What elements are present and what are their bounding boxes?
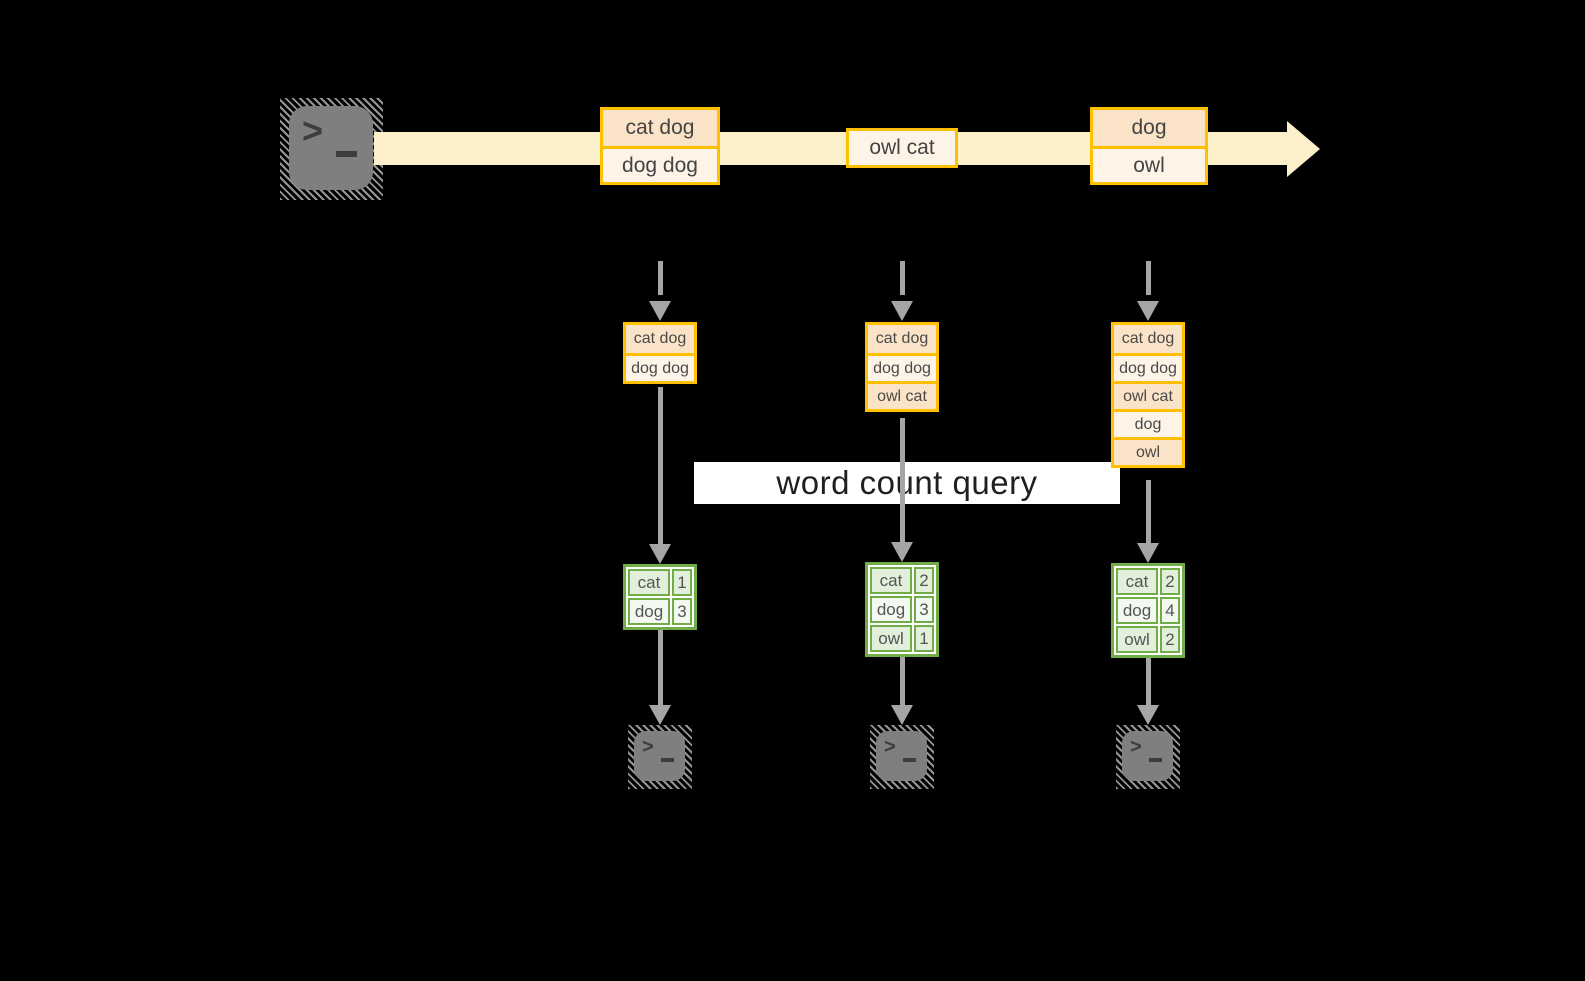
event-text: owl cat xyxy=(849,131,955,165)
stream-event-box: cat dog dog dog xyxy=(600,107,720,185)
buffer-stack: cat dog dog dog owl cat dog owl xyxy=(1111,322,1185,468)
flow-arrow-head-icon xyxy=(649,705,671,725)
sink-terminal-icon: > xyxy=(1116,725,1180,789)
buffer-row: cat dog xyxy=(868,325,936,353)
buffer-row: dog dog xyxy=(1114,353,1182,381)
dashed-arrow-head-icon xyxy=(1137,301,1159,321)
count-value-cell: 2 xyxy=(1160,568,1180,595)
dashed-arrow-line xyxy=(900,261,905,295)
buffer-row: dog dog xyxy=(626,353,694,381)
buffer-row: cat dog xyxy=(626,325,694,353)
flow-arrow-head-icon xyxy=(649,544,671,564)
source-terminal-icon: > xyxy=(280,98,383,200)
count-word-cell: owl xyxy=(1116,626,1158,653)
count-word-cell: cat xyxy=(1116,568,1158,595)
count-word-cell: dog xyxy=(870,596,912,623)
flow-arrow-line xyxy=(900,418,905,544)
terminal-screen: > xyxy=(634,731,685,781)
terminal-cursor-icon xyxy=(661,758,674,762)
flow-arrow-line xyxy=(1146,658,1151,707)
count-word-cell: owl xyxy=(870,625,912,652)
event-text: dog dog xyxy=(603,146,717,182)
count-word-cell: dog xyxy=(628,598,670,625)
count-word-cell: cat xyxy=(870,567,912,594)
terminal-screen: > xyxy=(289,106,373,190)
buffer-row: dog dog xyxy=(868,353,936,381)
count-value-cell: 4 xyxy=(1160,597,1180,624)
buffer-stack: cat dog dog dog owl cat xyxy=(865,322,939,412)
dashed-arrow-head-icon xyxy=(649,301,671,321)
stream-event-box: dog owl xyxy=(1090,107,1208,185)
buffer-stack: cat dog dog dog xyxy=(623,322,697,384)
buffer-row: owl cat xyxy=(868,381,936,409)
stream-arrowhead-icon xyxy=(1287,121,1320,177)
flow-arrow-head-icon xyxy=(891,705,913,725)
terminal-prompt-icon: > xyxy=(884,736,896,758)
count-value-cell: 2 xyxy=(1160,626,1180,653)
count-value-cell: 2 xyxy=(914,567,934,594)
flow-arrow-head-icon xyxy=(1137,705,1159,725)
flow-arrow-line xyxy=(900,657,905,707)
buffer-row: owl xyxy=(1114,437,1182,465)
buffer-row: owl cat xyxy=(1114,381,1182,409)
count-value-cell: 3 xyxy=(914,596,934,623)
terminal-cursor-icon xyxy=(336,151,357,157)
count-value-cell: 3 xyxy=(672,598,692,625)
stream-event-box: owl cat xyxy=(846,128,958,168)
buffer-row: dog xyxy=(1114,409,1182,437)
sink-terminal-icon: > xyxy=(870,725,934,789)
count-value-cell: 1 xyxy=(914,625,934,652)
terminal-cursor-icon xyxy=(903,758,916,762)
event-text: dog xyxy=(1093,110,1205,146)
dashed-arrow-line xyxy=(658,261,663,295)
terminal-screen: > xyxy=(876,731,927,781)
flow-arrow-line xyxy=(658,387,663,546)
count-table: cat 2 dog 3 owl 1 xyxy=(865,562,939,657)
count-word-cell: dog xyxy=(1116,597,1158,624)
flow-arrow-head-icon xyxy=(1137,543,1159,563)
sink-terminal-icon: > xyxy=(628,725,692,789)
count-value-cell: 1 xyxy=(672,569,692,596)
terminal-prompt-icon: > xyxy=(642,736,654,758)
event-text: owl xyxy=(1093,146,1205,182)
count-table: cat 2 dog 4 owl 2 xyxy=(1111,563,1185,658)
flow-arrow-line xyxy=(658,630,663,707)
event-text: cat dog xyxy=(603,110,717,146)
terminal-cursor-icon xyxy=(1149,758,1162,762)
terminal-screen: > xyxy=(1122,731,1173,781)
dashed-arrow-line xyxy=(1146,261,1151,295)
flow-arrow-head-icon xyxy=(891,542,913,562)
dashed-arrow-head-icon xyxy=(891,301,913,321)
count-word-cell: cat xyxy=(628,569,670,596)
terminal-prompt-icon: > xyxy=(302,110,324,151)
word-count-query-banner: word count query xyxy=(694,462,1120,504)
flow-arrow-line xyxy=(1146,480,1151,545)
terminal-prompt-icon: > xyxy=(1130,736,1142,758)
count-table: cat 1 dog 3 xyxy=(623,564,697,630)
buffer-row: cat dog xyxy=(1114,325,1182,353)
